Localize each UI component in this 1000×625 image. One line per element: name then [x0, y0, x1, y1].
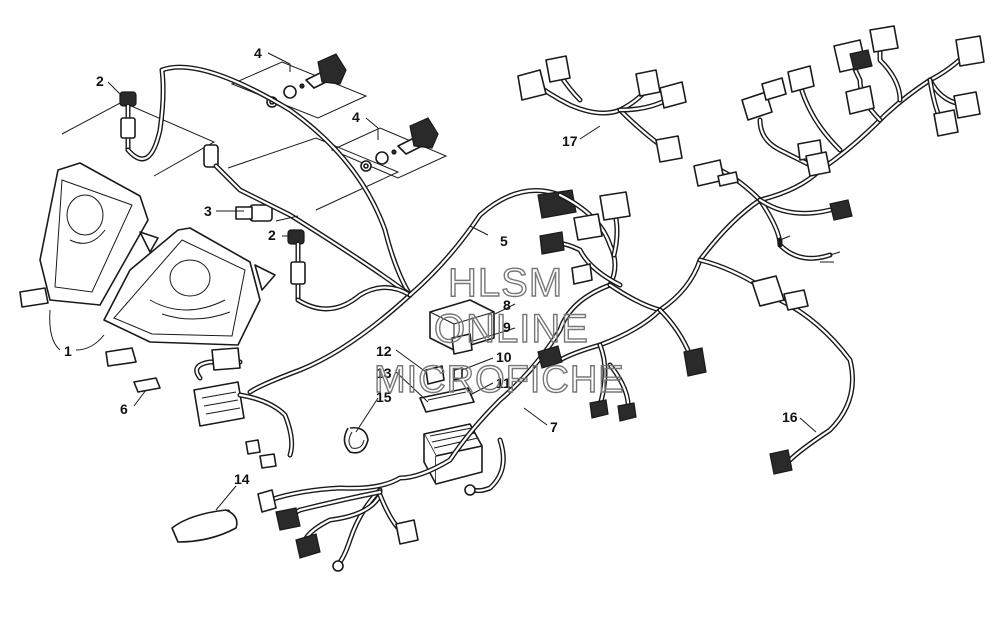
- callout-12: 12: [376, 343, 392, 359]
- mount-plane-upper: [61, 101, 216, 177]
- callout-14: 14: [234, 471, 250, 487]
- relay-part-8: [429, 299, 495, 351]
- callout-7: 7: [550, 419, 558, 435]
- fuse-part-12: [425, 365, 445, 385]
- watermark-line-1: HLSM: [448, 261, 563, 305]
- bulb-part-3: [203, 144, 273, 222]
- callout-17: 17: [562, 133, 578, 149]
- clip-ring-part-15: [343, 426, 369, 454]
- mount-plane-bulb-upper: [230, 61, 368, 119]
- callout-13: 13: [376, 365, 392, 381]
- callout-4-upper: 4: [254, 45, 262, 61]
- leader-lines: [49, 52, 817, 511]
- callout-10: 10: [496, 349, 512, 365]
- sensor-part-14: [171, 509, 238, 543]
- bulb-kit-part-4-upper: [266, 53, 347, 108]
- mount-plane-bulb-lower: [330, 127, 448, 179]
- mount-plane-lower: [227, 137, 400, 211]
- fuse-cover-part-13: [419, 387, 475, 413]
- watermark-line-2: ONLINE: [434, 307, 589, 351]
- fuse-part-10: [453, 367, 463, 381]
- headlight-left: [19, 162, 159, 308]
- callout-15: 15: [376, 389, 392, 405]
- gasket-part-6: [133, 377, 161, 393]
- fuse-part-9: [451, 333, 473, 355]
- headlight-harness-part-5: [125, 64, 577, 469]
- callout-8: 8: [503, 297, 511, 313]
- headlight-right: [103, 227, 276, 367]
- watermark: HLSM ONLINE MICROFICHE: [373, 260, 625, 401]
- bulb-socket-part-2-lower: [287, 229, 306, 303]
- callout-2-upper: 2: [96, 73, 104, 89]
- callout-16: 16: [782, 409, 798, 425]
- callout-6: 6: [120, 401, 128, 417]
- bulb-kit-part-4-lower: [360, 117, 439, 172]
- watermark-line-3: MICROFICHE: [374, 359, 625, 401]
- callout-11: 11: [496, 375, 511, 391]
- callout-9: 9: [503, 319, 511, 335]
- sub-harness-part-17: [517, 55, 687, 163]
- callout-2-lower: 2: [268, 227, 276, 243]
- callout-3: 3: [204, 203, 212, 219]
- main-harness-part-7: [257, 191, 763, 572]
- callout-1: 1: [64, 343, 72, 359]
- callout-labels: 1 2 2 3 4 4 5 6 7 8 9 10 11 12 13 14 15 …: [64, 45, 798, 487]
- bulb-socket-part-2-upper: [119, 91, 137, 153]
- callout-4-lower: 4: [352, 109, 360, 125]
- rear-harness-part-16: [693, 25, 985, 475]
- callout-5: 5: [500, 233, 508, 249]
